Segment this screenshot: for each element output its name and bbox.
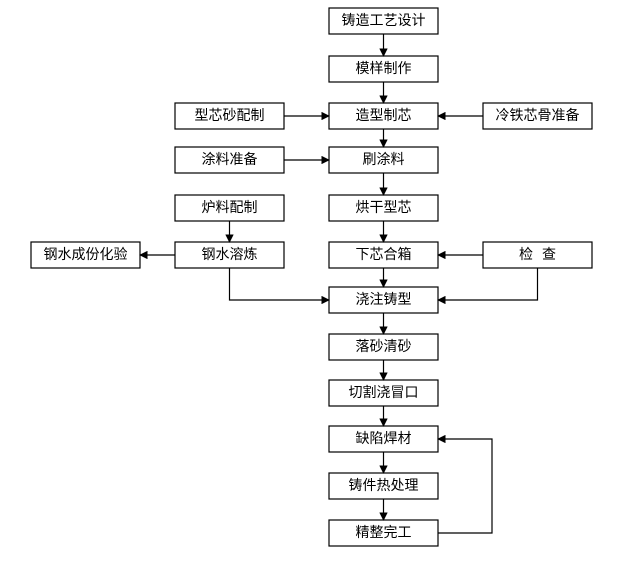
node-inspection: 检 查 [482, 241, 593, 269]
node-label: 切割浇冒口 [349, 384, 419, 401]
arrow-finishing-loop-to-welding [437, 434, 493, 534]
node-label: 检 查 [519, 247, 556, 263]
node-label: 钢水成份化验 [44, 247, 128, 263]
arrow-inspection-to-pouring [437, 268, 539, 305]
node-charge-prep: 炉料配制 [174, 194, 285, 222]
node-coating-prep: 涂料准备 [174, 146, 285, 174]
node-label: 炉料配制 [202, 200, 258, 216]
node-label: 缺陷焊材 [356, 431, 412, 447]
node-label: 刷涂料 [363, 152, 405, 168]
node-pattern-making: 模样制作 [328, 55, 439, 83]
node-label: 烘干型芯 [356, 200, 412, 216]
node-core-setting-closing: 下芯合箱 [328, 241, 439, 269]
node-label: 落砂清砂 [356, 339, 412, 355]
node-sand-mixing: 型芯砂配制 [174, 102, 285, 130]
node-chill-core-iron-prep: 冷铁芯骨准备 [482, 102, 593, 130]
node-defect-welding: 缺陷焊材 [328, 425, 439, 453]
node-label: 造型制芯 [356, 108, 412, 124]
node-composition-analysis: 钢水成份化验 [30, 241, 141, 269]
node-label: 铸件热处理 [349, 478, 419, 494]
node-steel-melting: 钢水溶炼 [174, 241, 285, 269]
node-shakeout-cleaning: 落砂清砂 [328, 333, 439, 361]
node-finishing: 精整完工 [328, 519, 439, 547]
node-label: 型芯砂配制 [195, 108, 265, 124]
node-label: 下芯合箱 [356, 247, 412, 263]
node-molding-coremaking: 造型制芯 [328, 102, 439, 130]
node-pouring: 浇注铸型 [328, 286, 439, 314]
node-label: 钢水溶炼 [202, 247, 258, 263]
node-coating-application: 刷涂料 [328, 146, 439, 174]
node-label: 铸造工艺设计 [342, 13, 426, 29]
arrow-melting-to-pouring [228, 268, 330, 305]
node-label: 精整完工 [356, 525, 412, 541]
node-mold-drying: 烘干型芯 [328, 194, 439, 222]
node-label: 模样制作 [356, 61, 412, 77]
node-casting-process-design: 铸造工艺设计 [328, 7, 439, 35]
node-label: 冷铁芯骨准备 [496, 107, 580, 124]
node-label: 涂料准备 [202, 151, 258, 168]
node-heat-treatment: 铸件热处理 [328, 472, 439, 500]
node-label: 浇注铸型 [356, 292, 412, 308]
node-riser-cutting: 切割浇冒口 [328, 379, 439, 407]
